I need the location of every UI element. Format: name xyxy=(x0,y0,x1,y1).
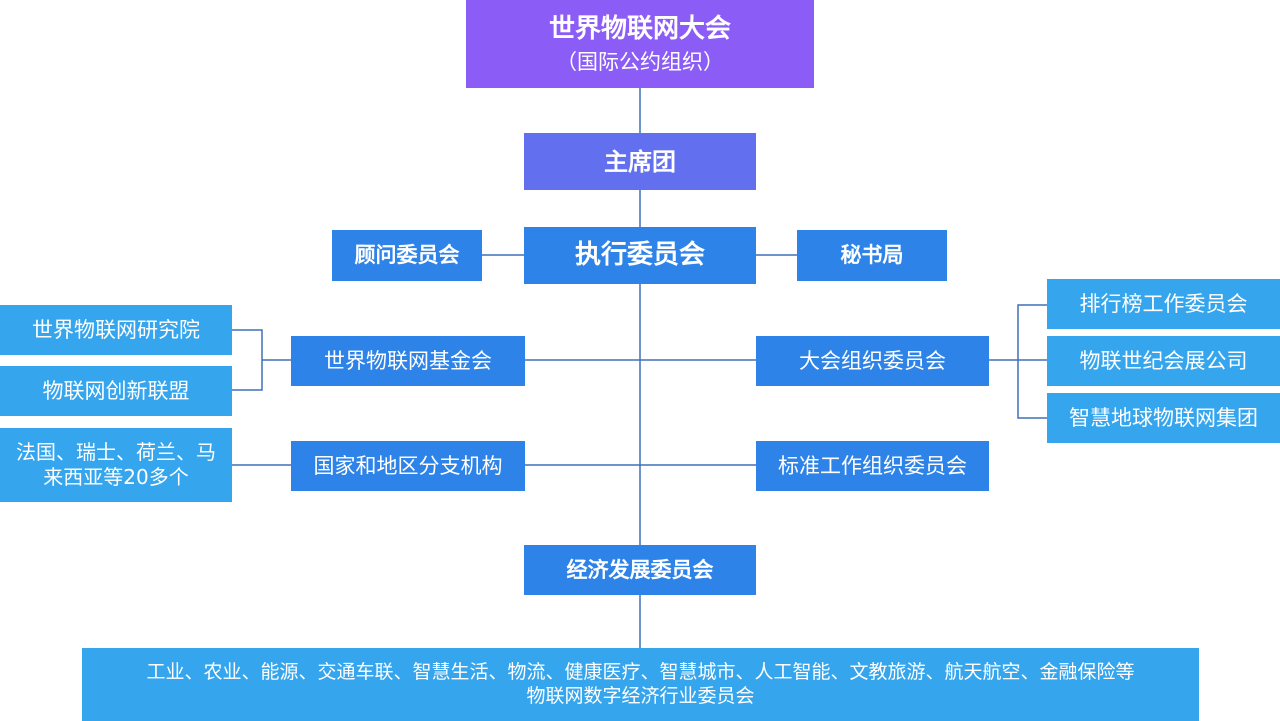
foundation-label: 世界物联网基金会 xyxy=(324,348,492,373)
research-institute-label: 世界物联网研究院 xyxy=(32,317,200,342)
advisory-committee-box: 顾问委员会 xyxy=(332,230,482,281)
organizing-committee-label: 大会组织委员会 xyxy=(799,348,946,373)
congress-title: 世界物联网大会 xyxy=(548,14,731,45)
standards-committee-label: 标准工作组织委员会 xyxy=(778,453,967,478)
advisory-committee-label: 顾问委员会 xyxy=(354,243,460,268)
executive-committee-box: 执行委员会 xyxy=(524,227,756,284)
ranking-committee-label: 排行榜工作委员会 xyxy=(1079,291,1248,316)
smart-earth-group-label: 智慧地球物联网集团 xyxy=(1069,405,1258,430)
foundation-child-research-institute: 世界物联网研究院 xyxy=(0,305,232,355)
secretariat-box: 秘书局 xyxy=(797,230,947,281)
industry-committees-box: 工业、农业、能源、交通车联、智慧生活、物流、健康医疗、智慧城市、人工智能、文教旅… xyxy=(82,648,1199,721)
executive-committee-label: 执行委员会 xyxy=(574,240,705,271)
industry-committees-line2: 物联网数字经济行业委员会 xyxy=(526,684,755,707)
organizing-child-exhibition-company: 物联世纪会展公司 xyxy=(1047,336,1280,386)
presidium-box: 主席团 xyxy=(524,133,756,190)
organizing-committee-box: 大会组织委员会 xyxy=(756,336,989,386)
economic-committee-box: 经济发展委员会 xyxy=(524,545,756,595)
innovation-alliance-label: 物联网创新联盟 xyxy=(42,378,190,403)
foundation-child-innovation-alliance: 物联网创新联盟 xyxy=(0,366,232,416)
exhibition-company-label: 物联世纪会展公司 xyxy=(1079,348,1248,373)
branches-label: 国家和地区分支机构 xyxy=(313,453,503,478)
branches-child-countries: 法国、瑞士、荷兰、马来西亚等20多个 xyxy=(0,428,232,502)
branches-box: 国家和地区分支机构 xyxy=(291,441,525,491)
congress-box: 世界物联网大会 （国际公约组织） xyxy=(466,0,814,88)
economic-committee-label: 经济发展委员会 xyxy=(566,557,714,582)
countries-label: 法国、瑞士、荷兰、马来西亚等20多个 xyxy=(16,440,216,489)
congress-subtitle: （国际公约组织） xyxy=(556,49,724,74)
industry-committees-line1: 工业、农业、能源、交通车联、智慧生活、物流、健康医疗、智慧城市、人工智能、文教旅… xyxy=(146,660,1135,683)
standards-committee-box: 标准工作组织委员会 xyxy=(756,441,989,491)
secretariat-label: 秘书局 xyxy=(840,243,904,268)
organizing-child-ranking-committee: 排行榜工作委员会 xyxy=(1047,279,1280,329)
foundation-box: 世界物联网基金会 xyxy=(291,336,525,386)
presidium-label: 主席团 xyxy=(604,147,676,176)
organizing-child-smart-earth-group: 智慧地球物联网集团 xyxy=(1047,393,1280,443)
